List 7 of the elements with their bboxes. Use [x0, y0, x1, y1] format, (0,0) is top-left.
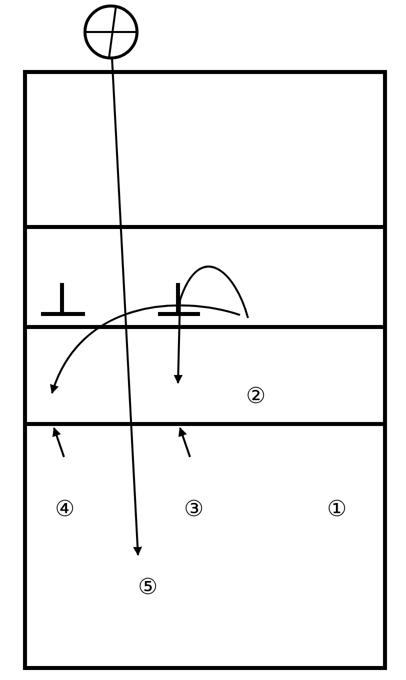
- arrow: [111, 58, 142, 556]
- position-number: ④: [54, 498, 76, 522]
- position-number: ⑤: [134, 576, 162, 600]
- position-number: ①: [326, 498, 348, 522]
- server-symbol: [84, 4, 138, 60]
- position-number: ②: [245, 385, 267, 409]
- position-number: ③: [183, 498, 205, 522]
